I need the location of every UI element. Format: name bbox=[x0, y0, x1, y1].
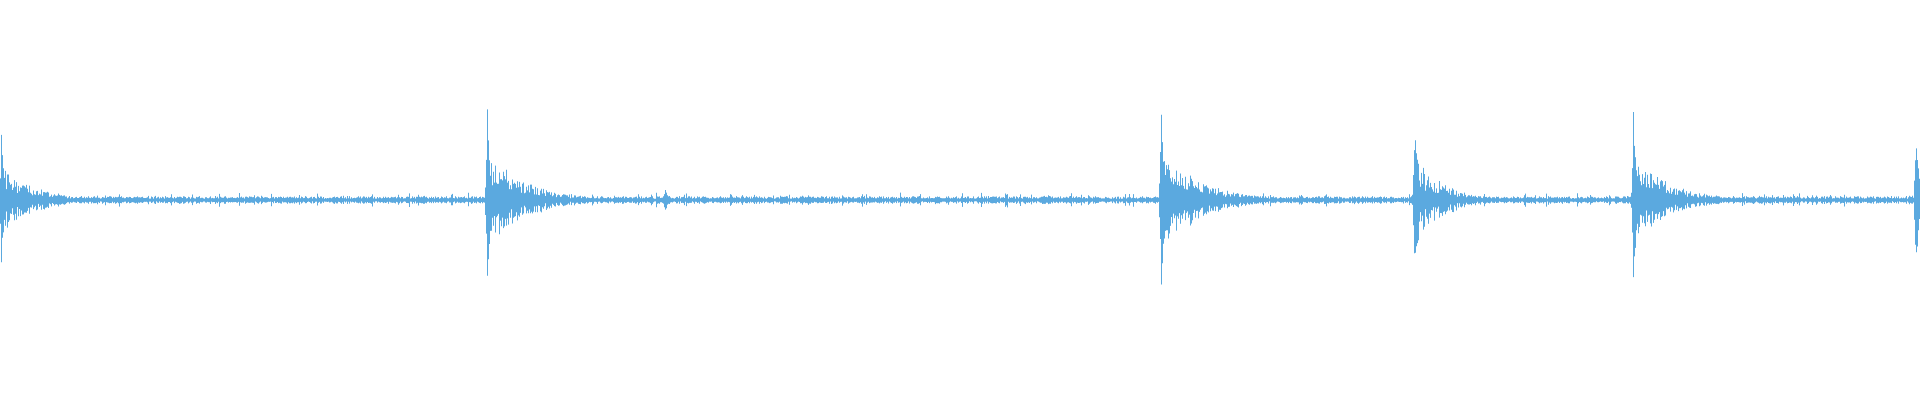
waveform-path bbox=[0, 109, 1920, 285]
waveform-samples bbox=[0, 109, 1920, 285]
